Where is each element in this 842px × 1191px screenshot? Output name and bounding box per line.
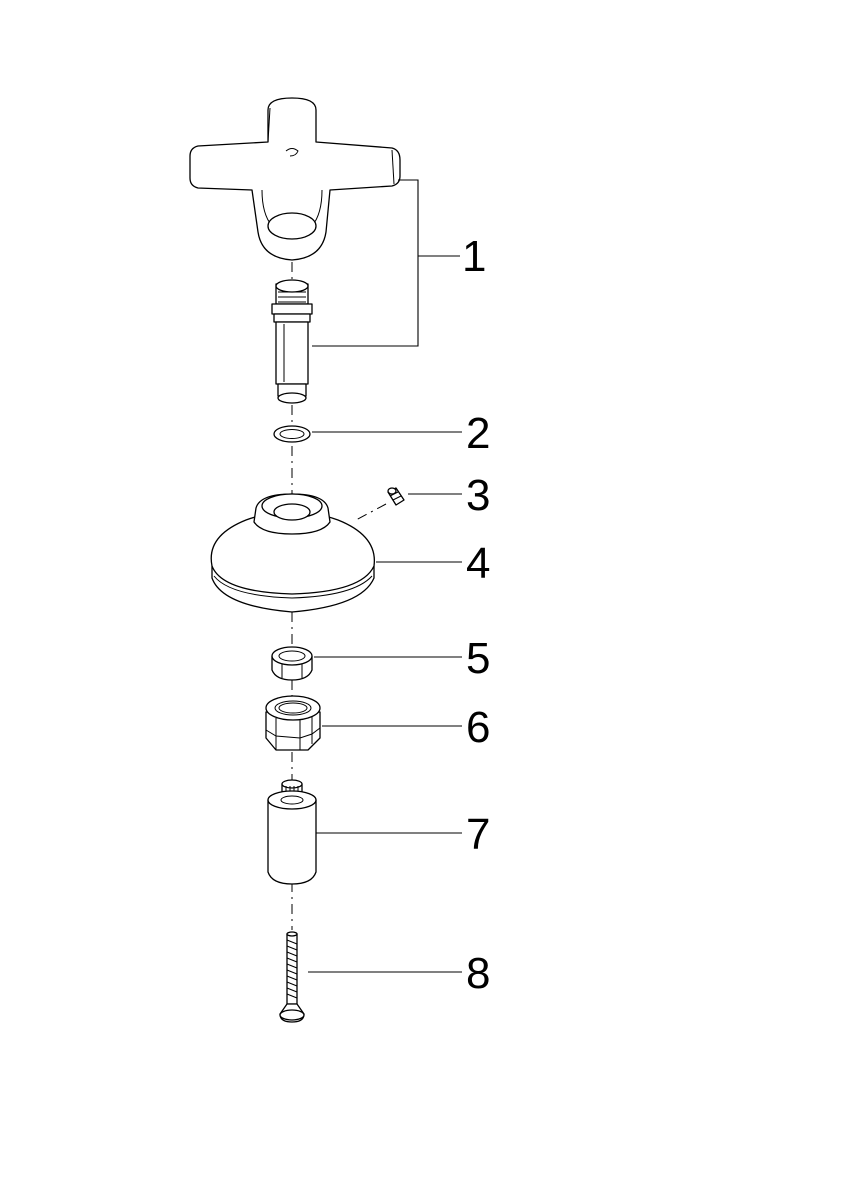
callout-label-2: 2 bbox=[466, 409, 490, 458]
o-ring-icon bbox=[273, 425, 311, 443]
callout-label-7: 7 bbox=[466, 810, 490, 859]
callout-label-5: 5 bbox=[466, 634, 490, 683]
stem-extension-icon bbox=[267, 779, 317, 885]
callout-label-4: 4 bbox=[466, 539, 490, 588]
spindle-icon bbox=[271, 279, 313, 404]
mounting-screw-icon bbox=[279, 931, 305, 1023]
bushing-ring-icon bbox=[271, 646, 313, 681]
callout-label-6: 6 bbox=[466, 703, 490, 752]
callout-label-8: 8 bbox=[466, 949, 490, 998]
callout-label-1: 1 bbox=[462, 232, 486, 281]
hex-nut-icon bbox=[265, 695, 321, 751]
escutcheon-icon bbox=[210, 493, 375, 613]
leader-lines bbox=[308, 179, 462, 973]
cross-handle-icon bbox=[189, 97, 401, 261]
set-screw-icon bbox=[355, 487, 405, 521]
callout-label-3: 3 bbox=[466, 471, 490, 520]
callout-labels: 1 2 3 4 5 6 7 8 bbox=[462, 232, 490, 998]
